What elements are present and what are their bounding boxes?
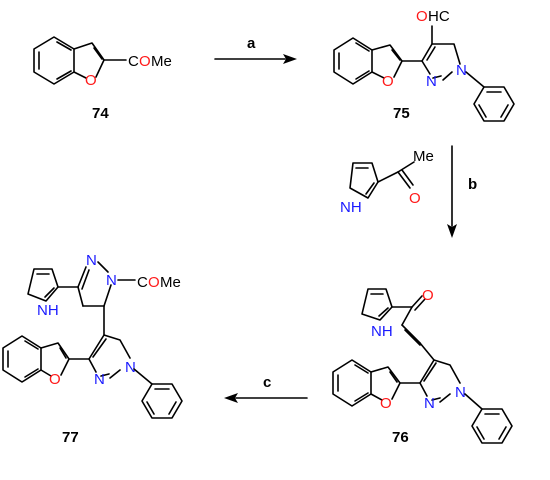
reagent-methyl: Me bbox=[413, 148, 434, 165]
ring-oxygen-75: O bbox=[382, 73, 394, 90]
ring-oxygen-77: O bbox=[49, 371, 61, 388]
pyrazole-ring-75 bbox=[421, 43, 461, 65]
acyl-c-77: C bbox=[137, 274, 148, 291]
pyrrole-ring-76 bbox=[361, 288, 393, 321]
compound-75: O HC O N N 75 bbox=[333, 8, 515, 122]
phenyl-ring-76 bbox=[471, 408, 513, 444]
compound-77: NH N N C O Me N N O bbox=[2, 252, 183, 446]
pyrazole-n1-77: N bbox=[125, 359, 136, 376]
arrowhead-b bbox=[447, 224, 457, 238]
reagent-nh: NH bbox=[340, 199, 362, 216]
pyrazole-n2-77: N bbox=[94, 371, 105, 388]
pyrazole-n1-75: N bbox=[456, 62, 467, 79]
compound-number-76: 76 bbox=[392, 429, 409, 446]
step-a: a bbox=[214, 35, 297, 64]
arrowhead-c bbox=[224, 393, 238, 403]
ketone-oxygen-76: O bbox=[422, 287, 434, 304]
pyrazoline-n1-77: N bbox=[106, 272, 117, 289]
pyrrole-ring-77 bbox=[27, 268, 59, 302]
reagent-2-acetylpyrrole: Me O NH bbox=[340, 148, 434, 216]
furan-ring-75 bbox=[371, 44, 403, 78]
aldehyde-hc-75: HC bbox=[428, 8, 450, 25]
pyrrole-nh-76: NH bbox=[371, 323, 393, 340]
pyrazole-n2-75: N bbox=[426, 73, 437, 90]
compound-number-75: 75 bbox=[393, 105, 410, 122]
step-b: b bbox=[447, 145, 477, 238]
furan-ring-74 bbox=[73, 42, 105, 78]
acyl-me-77: Me bbox=[160, 274, 181, 291]
pyrazole-ring-77 bbox=[88, 334, 131, 360]
reagent-oxygen: O bbox=[409, 190, 421, 207]
compound-number-77: 77 bbox=[62, 429, 79, 446]
aldehyde-oxygen-75: O bbox=[416, 8, 428, 25]
pyrazoline-n2-77: N bbox=[86, 252, 97, 269]
pyrrole-ring-reagent bbox=[349, 162, 379, 199]
benzene-ring-74 bbox=[33, 36, 75, 85]
pyrrole-nh-77: NH bbox=[37, 302, 59, 319]
acyl-o-77: O bbox=[148, 274, 160, 291]
pyrazole-n1-76: N bbox=[455, 384, 466, 401]
step-label-a: a bbox=[247, 35, 256, 52]
compound-number-74: 74 bbox=[92, 105, 109, 122]
compound-74: C O Me O 74 bbox=[33, 36, 172, 122]
pyrazole-n2-76: N bbox=[424, 395, 435, 412]
phenyl-ring-75 bbox=[473, 86, 515, 122]
atom-o-74: O bbox=[139, 53, 151, 70]
step-label-c: c bbox=[263, 374, 271, 391]
phenyl-ring-77 bbox=[141, 383, 183, 419]
step-label-b: b bbox=[468, 176, 477, 193]
pyrazole-ring-76 bbox=[419, 359, 461, 384]
atom-c-74: C bbox=[128, 53, 139, 70]
ring-oxygen-74: O bbox=[85, 72, 97, 89]
compound-76: NH O O N N 76 bbox=[332, 287, 513, 446]
arrowhead-a bbox=[283, 54, 297, 64]
step-c: c bbox=[224, 374, 308, 403]
ring-oxygen-76: O bbox=[380, 395, 392, 412]
atom-me-74: Me bbox=[151, 53, 172, 70]
